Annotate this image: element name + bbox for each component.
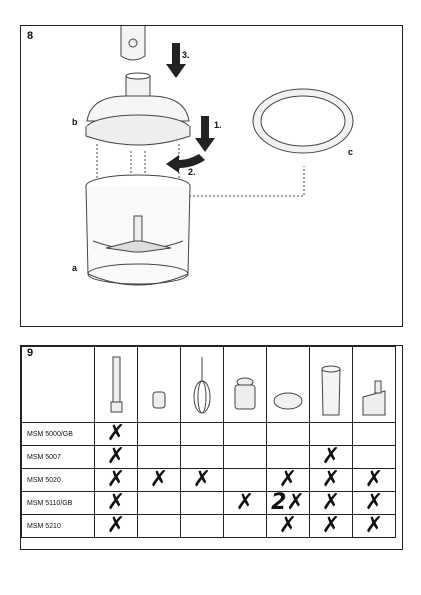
part-label-a: a (72, 263, 78, 273)
compat-mark: ✗ (266, 468, 310, 492)
step-3-label: 3. (182, 50, 190, 60)
figure-number-cell: 9 (21, 346, 95, 423)
compat-mark (309, 422, 353, 446)
compat-mark (137, 491, 181, 515)
compat-mark: ✗ (137, 468, 181, 492)
compat-mark (223, 468, 267, 492)
compat-mark: ✗ (352, 514, 396, 538)
blender-leg-icon (94, 346, 138, 423)
compat-mark (137, 445, 181, 469)
part-label-c: c (348, 147, 354, 157)
whisk-icon (180, 346, 224, 423)
compat-mark (180, 422, 224, 446)
compat-mark: ✗ (309, 468, 353, 492)
table-header-row: 9 (21, 346, 396, 423)
compat-mark: ✗ (180, 468, 224, 492)
compat-mark: ✗ (94, 445, 138, 469)
compat-mark: ✗ (94, 491, 138, 515)
beaker-icon (309, 346, 353, 423)
compat-mark: ✗ (309, 491, 353, 515)
model-name: MSM 5110/GB (21, 491, 95, 515)
chopper-icon (223, 346, 267, 423)
compat-mark: ✗ (94, 468, 138, 492)
part-label-b: b (72, 117, 78, 127)
compat-mark: ✗ (309, 445, 353, 469)
compat-mark (180, 514, 224, 538)
compatibility-table: 9 MSM 5000/GB (21, 346, 396, 538)
compat-mark (223, 422, 267, 446)
model-name: MSM 5020 (21, 468, 95, 492)
chopper-assembly-illustration (85, 26, 354, 286)
table-row: MSM 5000/GB ✗ (21, 422, 396, 446)
compat-mark (266, 422, 310, 446)
compat-mark: 2✗ (266, 491, 310, 515)
figure-9-panel: 9 MSM 5000/GB (20, 345, 403, 550)
whisk-adapter-icon (137, 346, 181, 423)
compat-mark: ✗ (309, 514, 353, 538)
step-1-label: 1. (214, 120, 222, 130)
table-row: MSM 5110/GB ✗ ✗ 2✗ ✗ ✗ (21, 491, 396, 515)
table-row: MSM 5020 ✗ ✗ ✗ ✗ ✗ ✗ (21, 468, 396, 492)
compat-mark: ✗ (94, 514, 138, 538)
compat-mark (223, 514, 267, 538)
table-row: MSM 5007 ✗ ✗ (21, 445, 396, 469)
table-row: MSM 5210 ✗ ✗ ✗ ✗ (21, 514, 396, 538)
ice-crusher-icon (352, 346, 396, 423)
model-name: MSM 5007 (21, 445, 95, 469)
compat-mark: ✗ (266, 514, 310, 538)
model-name: MSM 5000/GB (21, 422, 95, 446)
figure-number: 8 (27, 30, 34, 42)
compat-mark (223, 445, 267, 469)
figure-number: 9 (27, 347, 34, 359)
compat-mark (266, 445, 310, 469)
compat-mark (180, 491, 224, 515)
compat-mark (352, 445, 396, 469)
lid-icon (266, 346, 310, 423)
compat-mark (137, 514, 181, 538)
compat-mark (180, 445, 224, 469)
figure-8-panel: 8 (20, 25, 403, 327)
step-2-label: 2. (188, 167, 196, 177)
model-name: MSM 5210 (21, 514, 95, 538)
compat-mark: ✗ (94, 422, 138, 446)
compat-mark: ✗ (352, 491, 396, 515)
compat-mark (137, 422, 181, 446)
compat-mark (352, 422, 396, 446)
compat-mark: ✗ (223, 491, 267, 515)
compat-mark: ✗ (352, 468, 396, 492)
